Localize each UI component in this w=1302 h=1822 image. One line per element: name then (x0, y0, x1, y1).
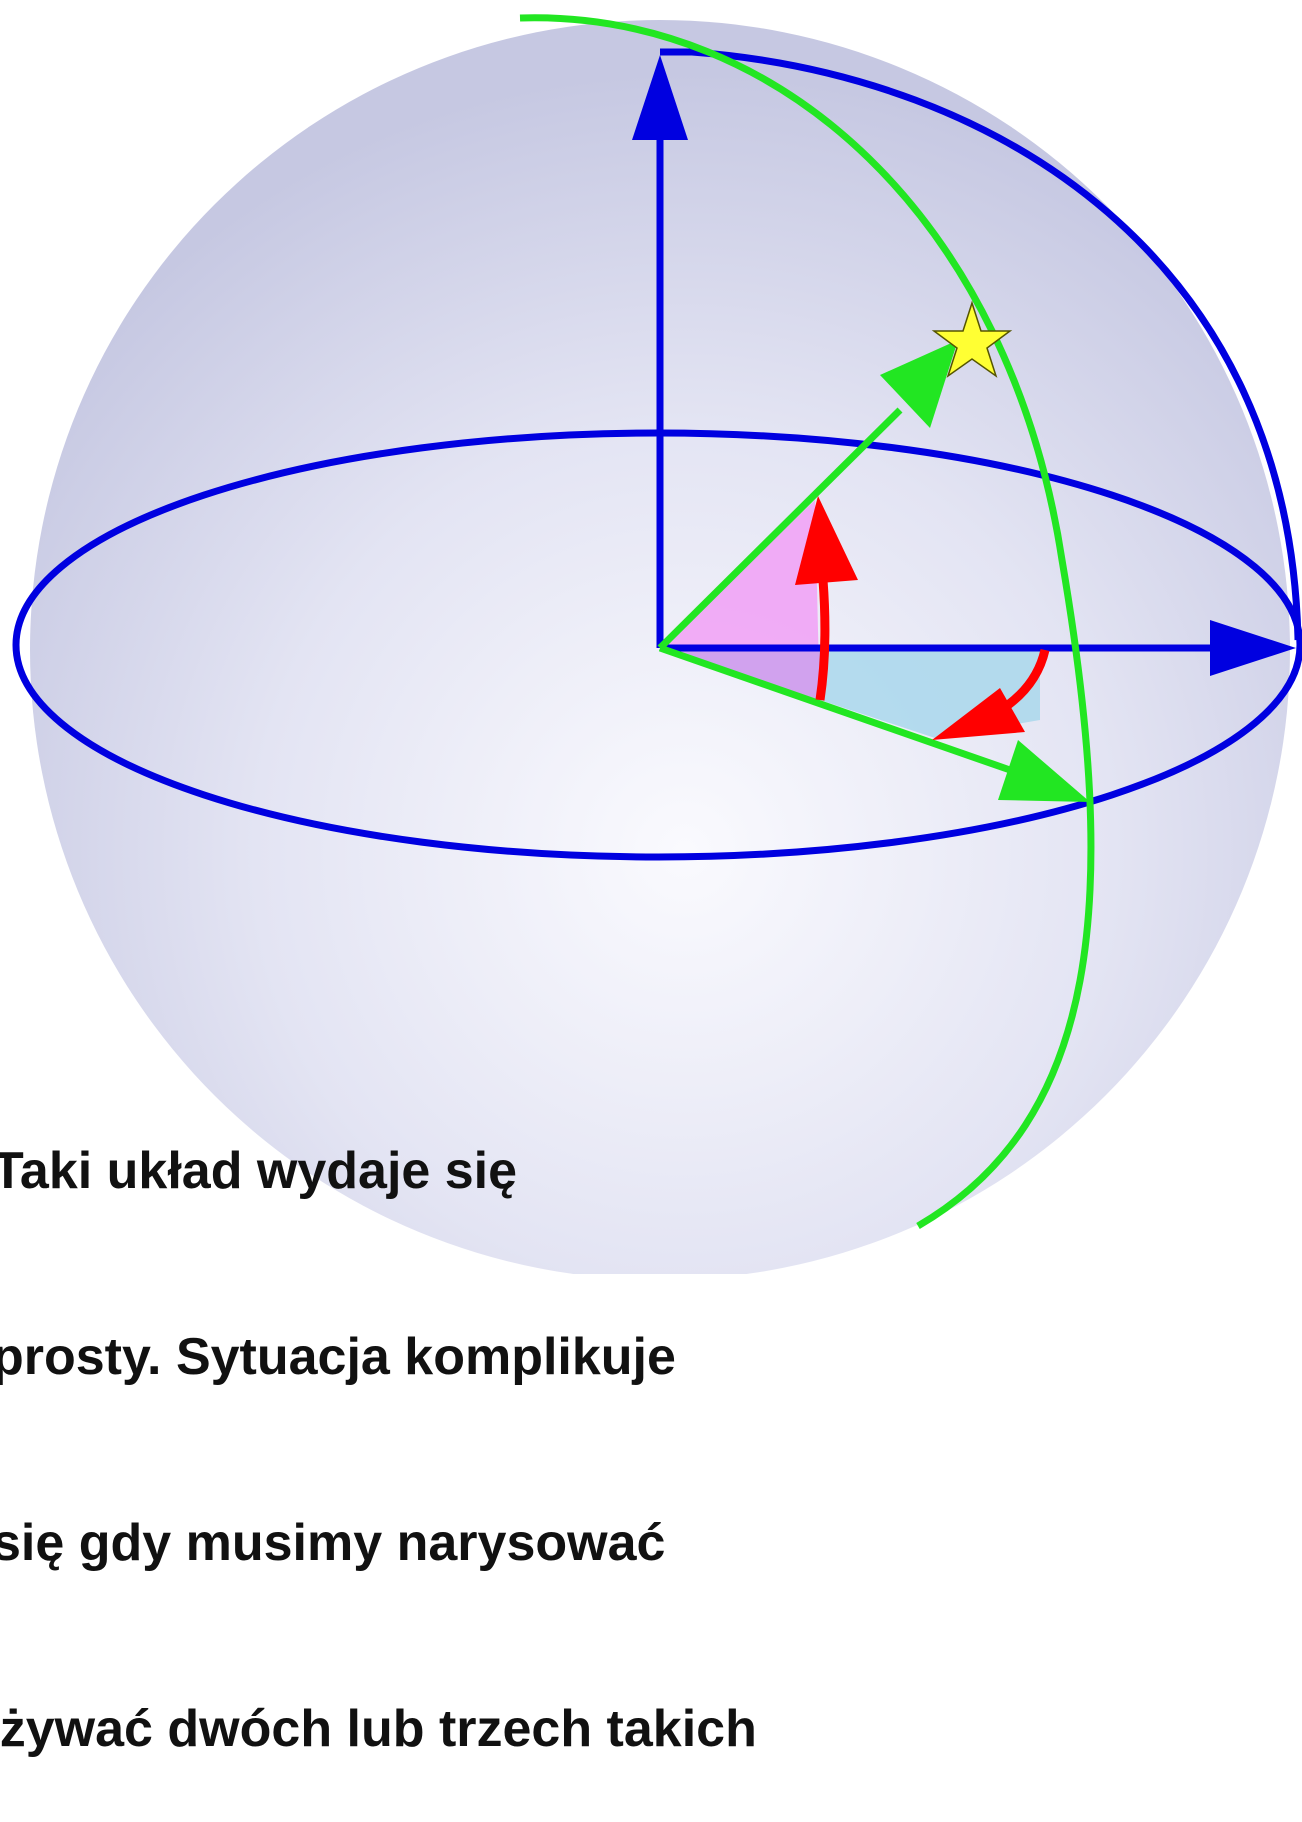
caption-text: Taki układ wydaje się prosty. Sytuacja k… (0, 1016, 757, 1822)
caption-line-3: się gdy musimy narysować (0, 1512, 757, 1574)
caption-line-1: Taki układ wydaje się (0, 1140, 757, 1202)
caption-line-4: używać dwóch lub trzech takich (0, 1698, 757, 1760)
elevation-angle-arc (820, 580, 825, 700)
caption-line-2: prosty. Sytuacja komplikuje (0, 1326, 757, 1388)
